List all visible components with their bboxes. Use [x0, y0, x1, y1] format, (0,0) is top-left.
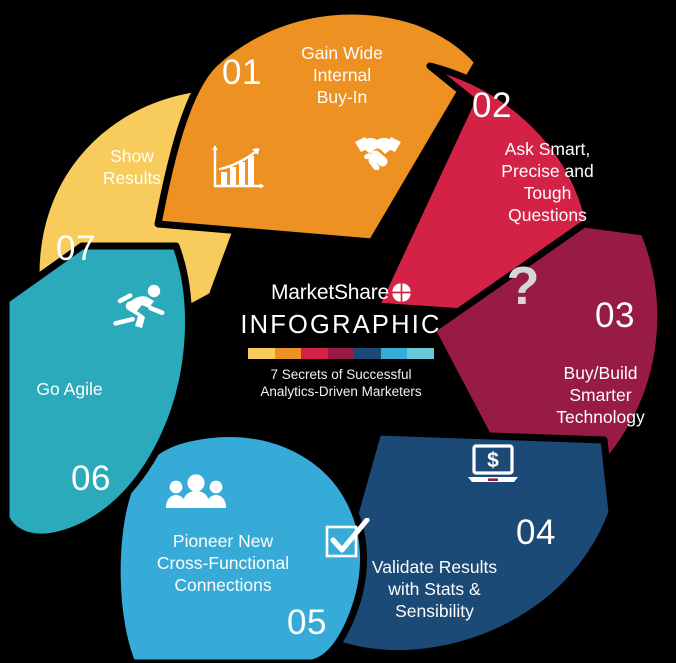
segment-shape-01[interactable]	[154, 7, 482, 246]
people-group-icon	[165, 474, 227, 510]
checkbox-checked-icon	[325, 518, 371, 560]
segment-number-02: 02	[472, 86, 512, 125]
svg-text:$: $	[487, 449, 499, 472]
segment-label-01: Gain Wide Internal Buy-In	[301, 43, 383, 108]
brand-color-bar	[248, 347, 435, 359]
brand-name: MarketShare	[270, 280, 390, 304]
center-logo-block: MarketShare INFOGRAPHIC 7 Secrets of Suc…	[238, 278, 444, 413]
segment-label-06: Go Agile	[36, 379, 103, 399]
segment-number-01: 01	[222, 53, 262, 92]
color-swatch-4	[327, 347, 355, 359]
color-swatch-5	[354, 347, 381, 359]
question-mark-icon: ?	[506, 262, 540, 314]
bar-chart-growth-icon	[212, 145, 264, 191]
handshake-icon	[352, 130, 404, 170]
segment-number-05: 05	[287, 603, 327, 642]
color-swatch-7	[407, 347, 435, 359]
brand-row: MarketShare	[238, 278, 444, 306]
segment-number-03: 03	[595, 296, 635, 335]
segment-number-04: 04	[516, 513, 556, 552]
color-swatch-1	[248, 347, 275, 359]
laptop-dollar-icon: $	[466, 443, 520, 485]
segment-label-07: Show Results	[102, 146, 162, 189]
segment-label-02: Ask Smart, Precise and Tough Questions	[501, 139, 594, 226]
segment-number-07: 07	[56, 229, 96, 268]
color-swatch-3	[301, 347, 328, 359]
infographic-heading: INFOGRAPHIC	[240, 311, 442, 339]
svg-text:?: ?	[507, 262, 540, 314]
pie-quadrant-logo-icon	[392, 282, 411, 302]
tagline: 7 Secrets of Successful Analytics-Driven…	[260, 366, 422, 400]
color-swatch-6	[380, 347, 408, 359]
color-swatch-2	[274, 347, 302, 359]
segment-number-06: 06	[71, 459, 111, 498]
running-person-icon	[113, 284, 167, 332]
segment-label-03: Buy/Build Smarter Technology	[556, 363, 645, 428]
segment-label-04: Validate Results with Stats & Sensibilit…	[371, 557, 498, 622]
segment-label-05: Pioneer New Cross-Functional Connections	[156, 531, 290, 596]
